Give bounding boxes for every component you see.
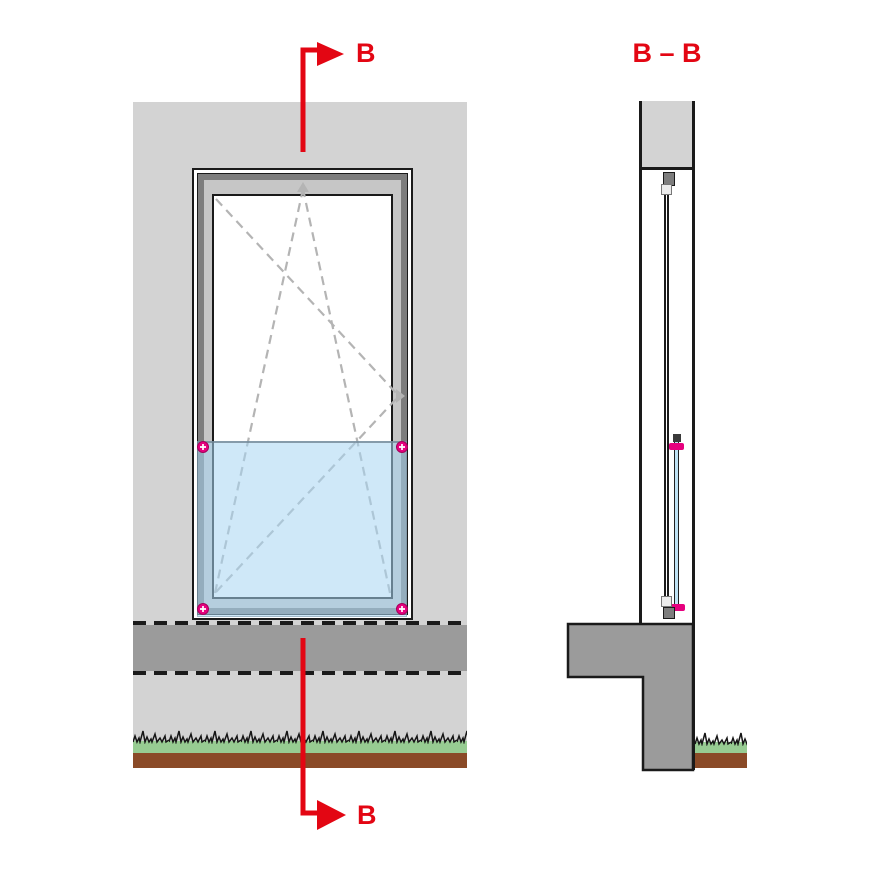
section-wall-line-left bbox=[639, 101, 642, 624]
section-title: B – B bbox=[632, 38, 702, 68]
floor-slab-band bbox=[133, 625, 467, 671]
section-lintel-soffit-line bbox=[642, 167, 692, 170]
section-label-top: B bbox=[356, 38, 376, 68]
section-label-bottom: B bbox=[357, 800, 377, 830]
soil-band bbox=[133, 753, 467, 768]
section-frame-sill-outer bbox=[663, 607, 675, 619]
floor-level-dashed-line-top bbox=[133, 621, 467, 625]
section-barrier-glass-line bbox=[674, 442, 679, 610]
section-point-fixing-top bbox=[669, 443, 684, 450]
section-grass-band bbox=[695, 742, 747, 753]
section-frame-sill-inner bbox=[661, 596, 672, 607]
floor-level-dashed-line-bottom bbox=[133, 671, 467, 675]
section-window-glass-line bbox=[664, 195, 669, 597]
floor-slab-section bbox=[566, 622, 695, 772]
section-soil-band bbox=[695, 753, 747, 768]
section-point-fixing-bottom bbox=[670, 604, 685, 611]
section-barrier-top-cap bbox=[673, 434, 681, 442]
grass-band bbox=[133, 741, 467, 753]
section-lintel bbox=[642, 101, 692, 167]
section-frame-head-inner bbox=[661, 184, 672, 195]
grass-blades bbox=[133, 728, 467, 744]
section-wall-line-right bbox=[692, 101, 695, 770]
safety-glass-panel bbox=[197, 441, 407, 617]
section-grass-blades bbox=[695, 730, 747, 746]
